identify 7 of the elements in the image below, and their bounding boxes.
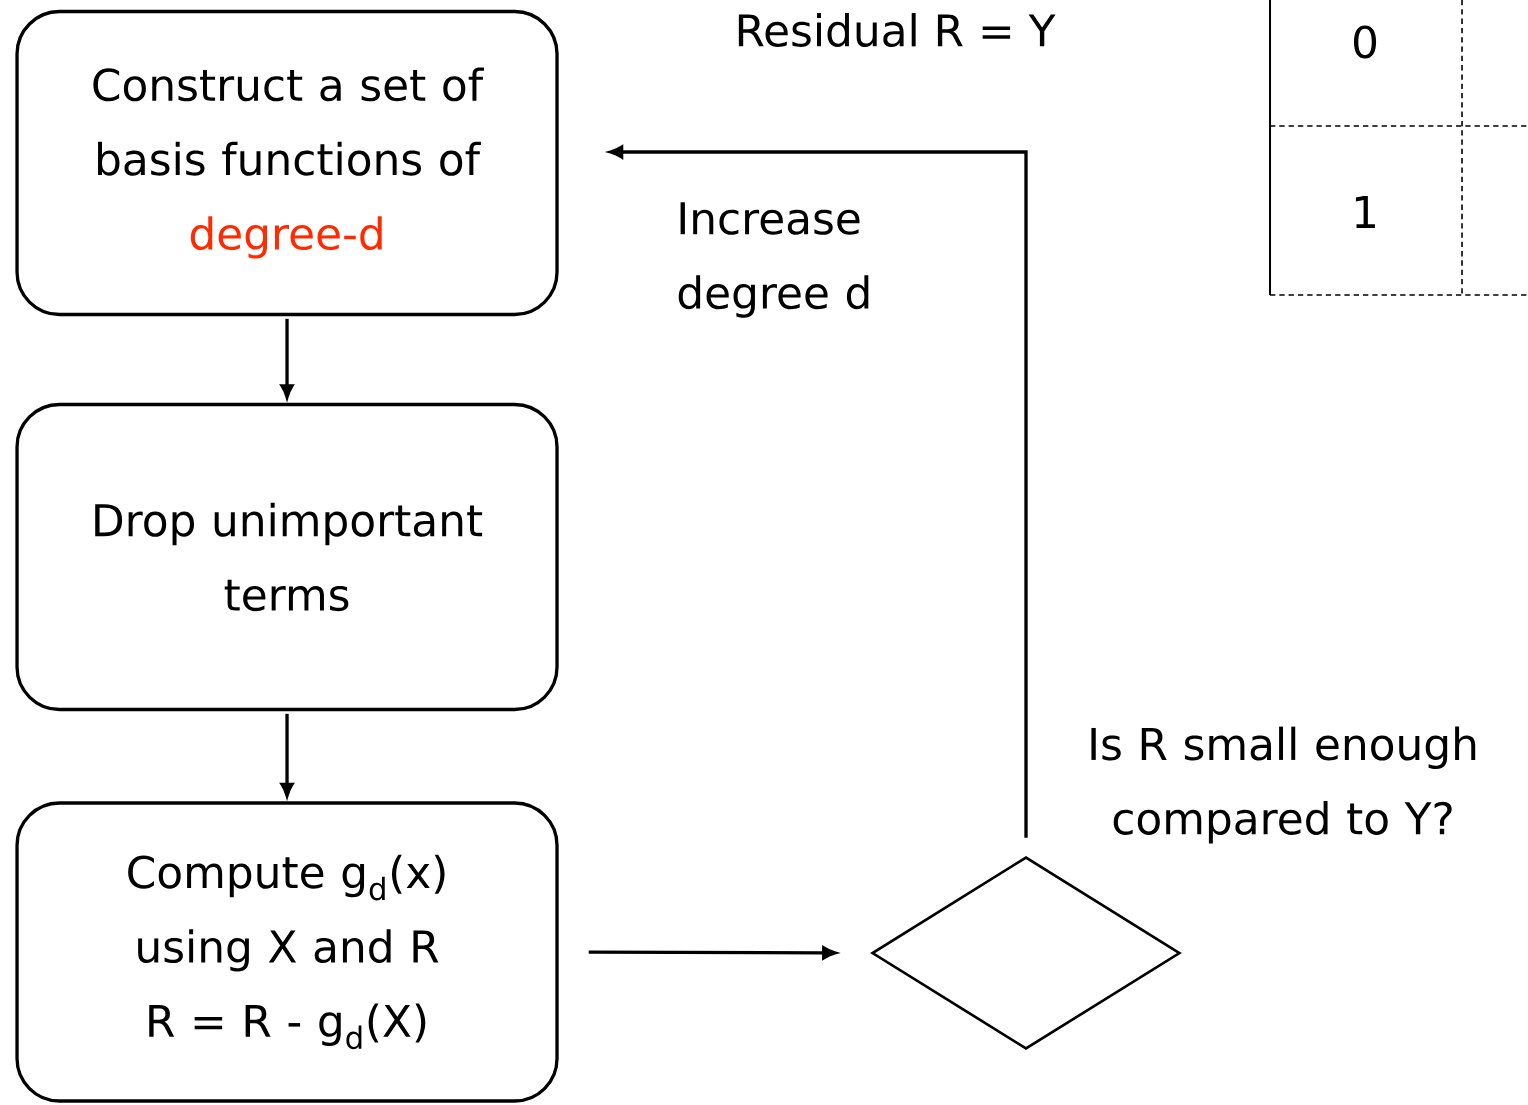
table-cell: 1 [1355, 196, 1375, 228]
process-box: Drop unimportant terms [15, 402, 559, 712]
table-cell: 0 [1354, 25, 1377, 59]
table-heading: Residual R = Y [738, 13, 1056, 47]
decision-question: Is R small enough compared to Y? [1091, 726, 1476, 844]
process-box: Construct a set of basis functions of degree-d [15, 9, 559, 317]
process-box: Compute g$_{d}$(x) using X and R R = R - g$_{d}$(X) [15, 801, 559, 1103]
